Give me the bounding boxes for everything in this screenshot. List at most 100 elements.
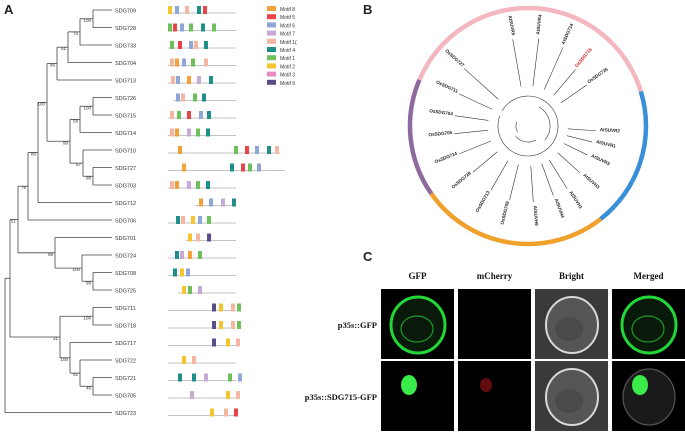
motif-box: [185, 6, 189, 14]
motif-box: [180, 251, 184, 259]
motif-box: [191, 216, 195, 224]
micro-render: [622, 368, 676, 426]
motif-box: [202, 93, 206, 102]
bootstrap-value: 58: [73, 118, 79, 123]
legend-label: Motif 2: [280, 64, 295, 70]
legend-label: Motif 6: [280, 23, 295, 29]
motif-box: [197, 6, 201, 14]
circular-tree-label: OsSDG705: [428, 130, 453, 138]
bootstrap-value: 31: [53, 336, 59, 341]
gene-label: SDG705: [115, 394, 136, 400]
circular-tree-label: AtSUVR2: [600, 127, 621, 133]
circular-tree-label: OsSDG713: [475, 190, 491, 213]
circular-tree-label: OsSDG714: [434, 151, 458, 165]
motif-box: [182, 356, 186, 364]
panel-letter-b: B: [363, 2, 373, 17]
phylogenetic-tree-motifs: SDG709SDG728SDG733SDG704SDG713SDG726SDG7…: [4, 6, 297, 417]
motif-box: [226, 338, 230, 347]
bootstrap-value: 67: [76, 162, 82, 167]
motif-box: [187, 128, 191, 137]
bootstrap-value: 100: [83, 105, 91, 110]
motif-box: [212, 321, 216, 329]
gene-label: SDG706: [115, 219, 136, 225]
motif-box: [187, 111, 191, 119]
legend-swatch: [267, 38, 276, 44]
motif-box: [275, 146, 279, 154]
motif-box: [212, 23, 216, 32]
circular-tree-label: AtSUVH9: [533, 205, 539, 226]
bootstrap-value: 89: [31, 151, 37, 156]
circular-tree-label: AtSUVH3: [582, 172, 601, 190]
motif-box: [198, 251, 202, 259]
gene-label: SDG712: [115, 201, 136, 207]
motif-box: [206, 128, 210, 137]
circular-branch: [543, 47, 564, 90]
bootstrap-value: 98: [86, 175, 92, 180]
panel-letter-a: A: [4, 2, 14, 17]
bootstrap-value: 46: [50, 63, 56, 68]
legend-label: Motif 1: [280, 56, 295, 62]
bootstrap-value: 100: [72, 267, 80, 272]
motif-box: [187, 181, 191, 189]
clade-arc: [599, 90, 649, 221]
row-label: p35s::GFP: [337, 320, 377, 330]
motif-box: [182, 286, 186, 294]
motif-box: [237, 303, 241, 312]
motif-box: [176, 216, 180, 224]
circular-branch: [458, 93, 492, 110]
micro-image-mcherry: [458, 289, 531, 359]
motif-box: [207, 111, 211, 119]
motif-box: [204, 58, 208, 67]
legend-label: Motif 5: [280, 15, 295, 21]
motif-box: [178, 373, 182, 382]
motif-box: [232, 198, 236, 207]
motif-box: [182, 163, 186, 172]
motif-box: [236, 391, 240, 399]
motif-box: [230, 163, 234, 172]
motif-box: [186, 268, 190, 277]
bootstrap-value: 100: [83, 315, 91, 320]
bootstrap-value: 100: [83, 18, 91, 23]
motif-box: [188, 251, 192, 259]
gene-label: SDG703: [115, 184, 136, 190]
motif-box: [226, 391, 230, 399]
motif-box: [257, 163, 261, 172]
gene-label: SDG713: [115, 79, 136, 85]
motif-box: [191, 58, 195, 67]
micro-image-merged: [612, 361, 685, 431]
gene-label: SDG724: [115, 254, 136, 260]
motif-box: [196, 128, 200, 137]
circular-branch: [567, 128, 596, 132]
micro-render: [389, 295, 447, 355]
bootstrap-value: 51: [11, 219, 17, 224]
motif-box: [192, 356, 196, 364]
column-header-mcherry: mCherry: [476, 271, 513, 281]
motif-box: [234, 146, 238, 154]
motif-box: [180, 268, 184, 277]
motif-box: [255, 146, 259, 154]
circular-tree-label: OsSDG727: [444, 48, 465, 68]
micro-image-gfp: [381, 289, 454, 359]
clade-arc: [417, 5, 643, 93]
circular-branch: [560, 84, 588, 104]
micro-render: [392, 369, 444, 425]
motif-box: [209, 198, 213, 207]
gene-label: SDG701: [115, 236, 136, 242]
legend-swatch: [267, 14, 276, 20]
column-header-gfp: GFP: [408, 271, 427, 281]
motif-box: [231, 321, 235, 329]
gene-label: SDG710: [115, 149, 136, 155]
gene-label: SDG715: [115, 114, 136, 120]
circular-tree-label: AtSDG714: [560, 22, 574, 45]
motif-box: [171, 76, 175, 84]
legend-label: Motif 4: [280, 48, 295, 54]
motif-box: [170, 111, 174, 119]
motif-box: [209, 76, 213, 84]
gene-label: SDG726: [115, 96, 136, 102]
motif-box: [228, 373, 232, 382]
circular-branch: [532, 38, 540, 87]
motif-box: [175, 251, 179, 259]
motif-box: [197, 76, 201, 84]
legend-swatch: [267, 30, 276, 36]
gene-label: SDG733: [115, 44, 136, 50]
